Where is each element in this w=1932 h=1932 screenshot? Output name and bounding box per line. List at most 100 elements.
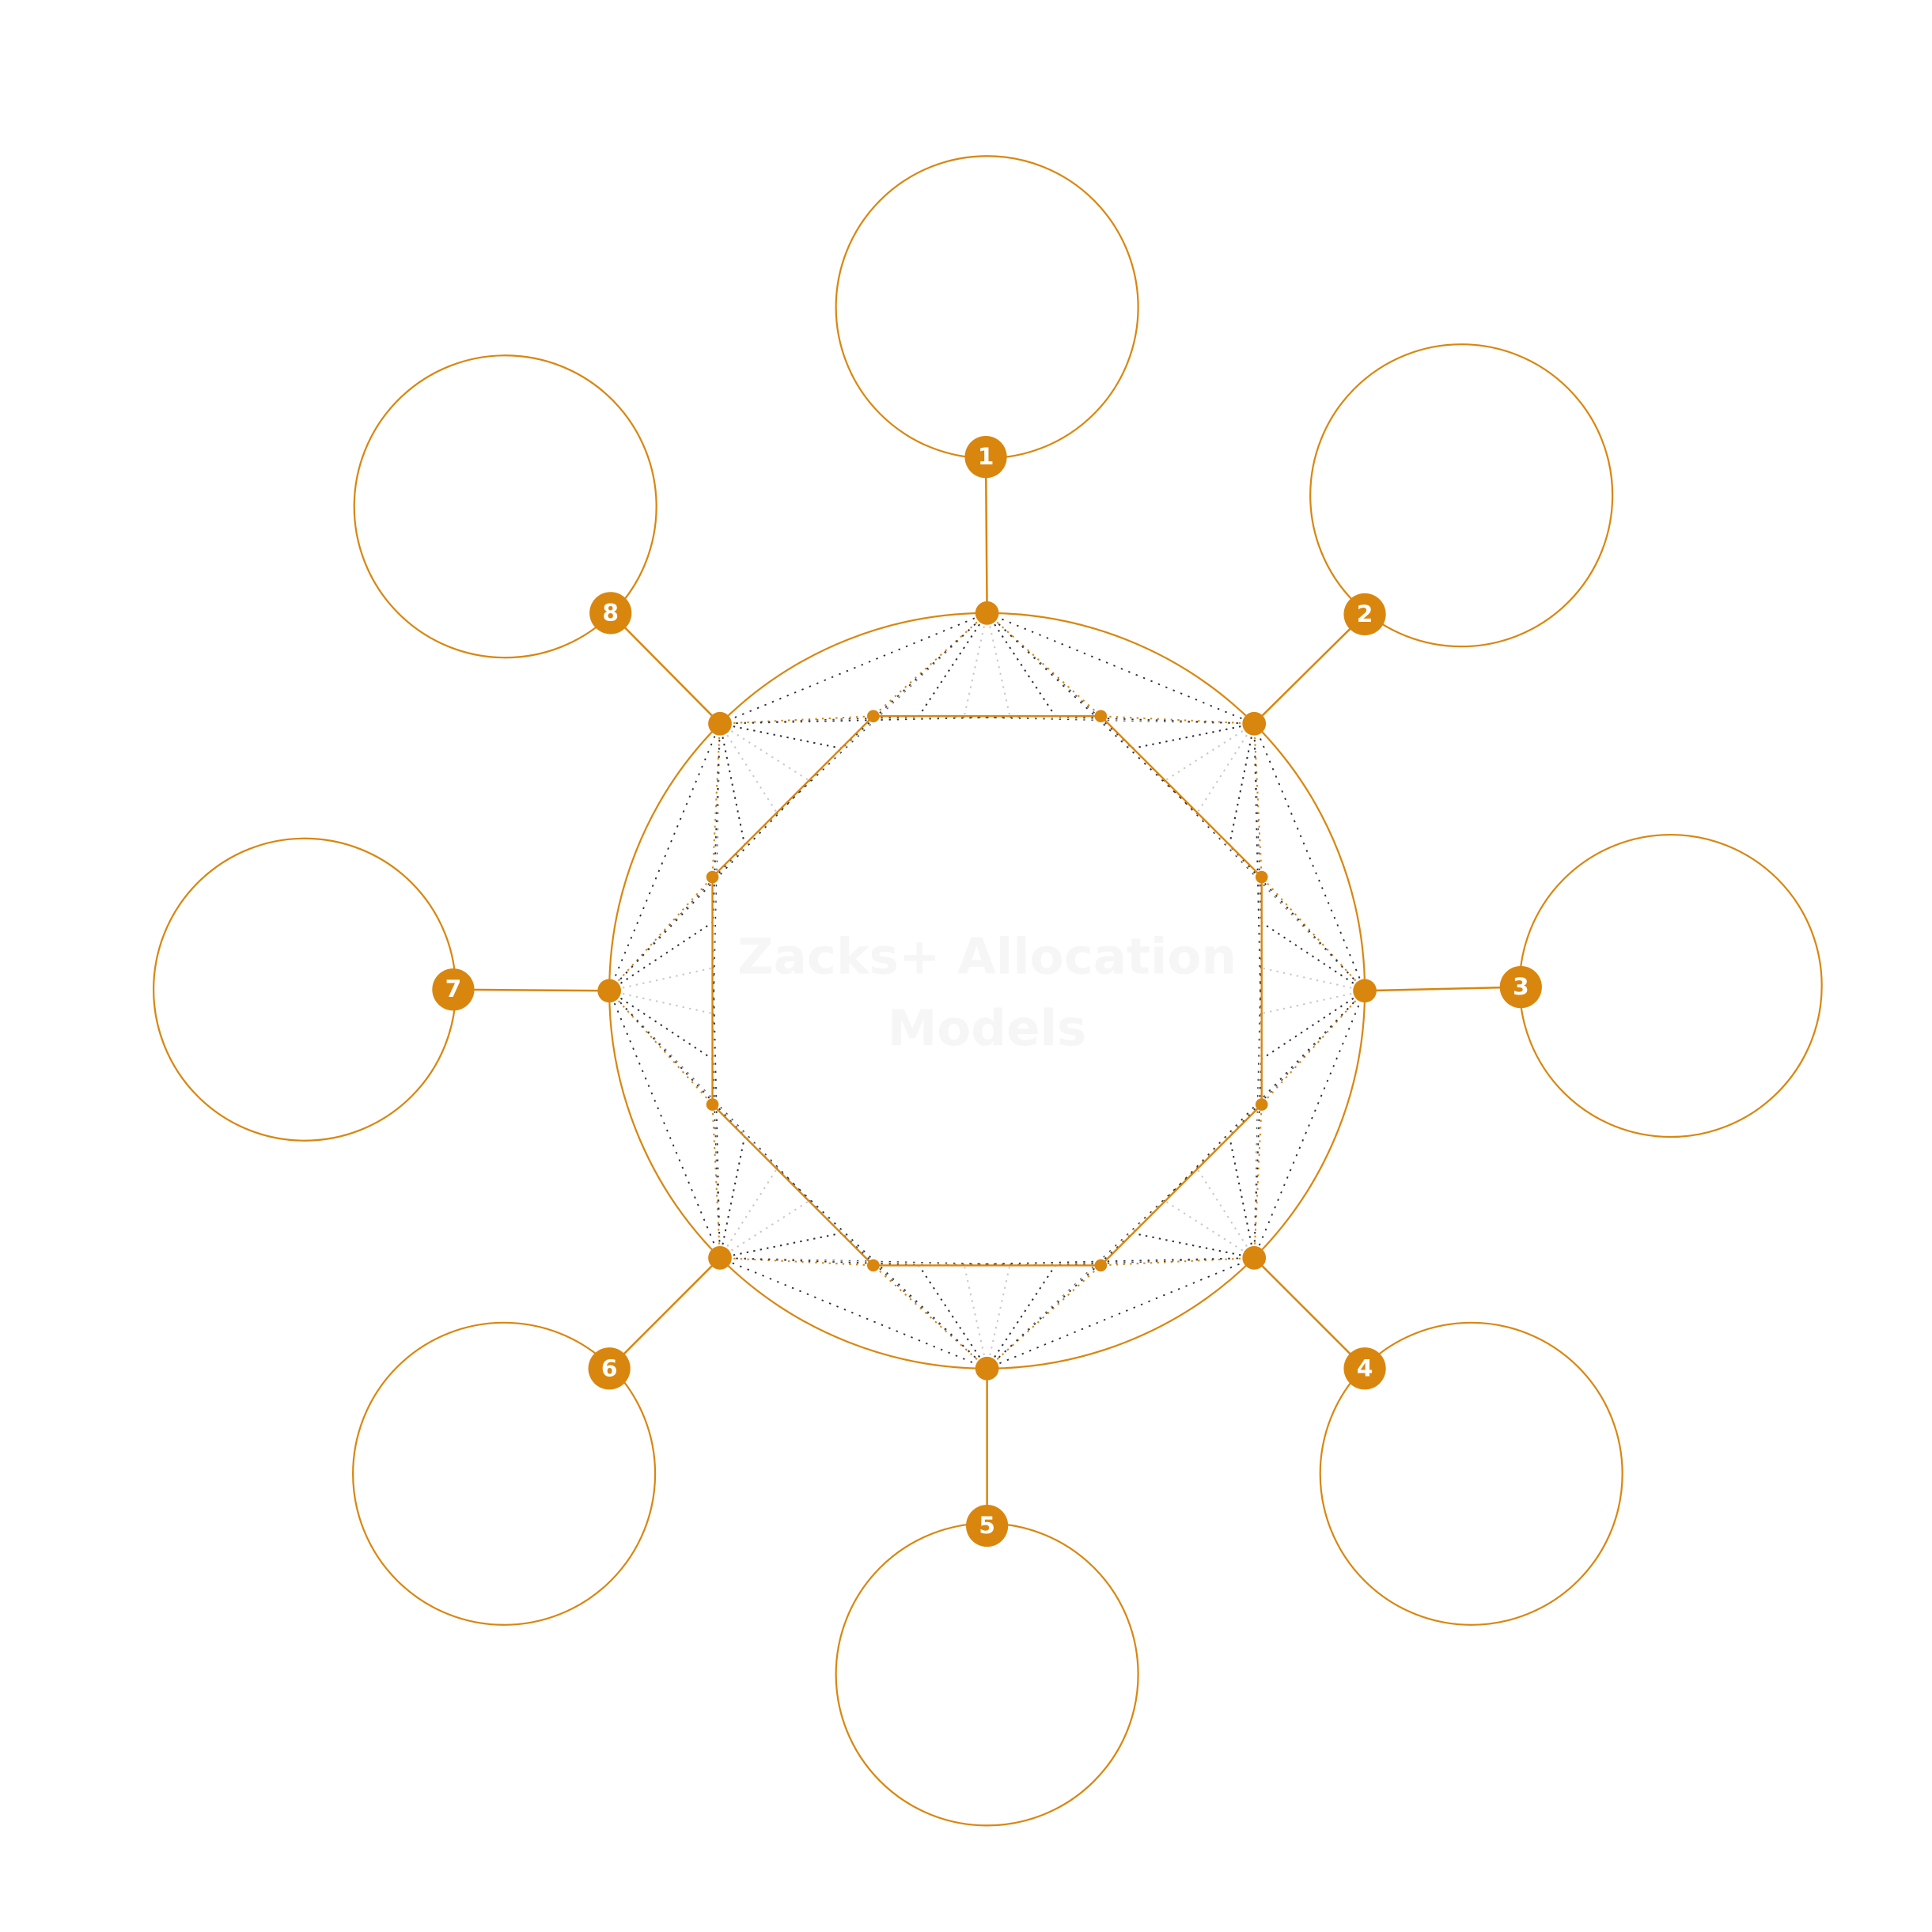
dotted-fan-line [608, 967, 713, 992]
dotted-side-line [930, 1257, 1255, 1267]
ring-dot [708, 711, 732, 736]
node-circle[interactable] [352, 1321, 657, 1626]
title-line-1: Zacks+ Allocation [737, 927, 1237, 985]
dotted-fan-line [1196, 1168, 1256, 1259]
dotted-side-line [719, 1257, 987, 1267]
node-connector [1253, 613, 1366, 725]
dotted-fan-line [1196, 723, 1256, 813]
node-circle[interactable] [835, 1522, 1139, 1827]
node-badge-number: 7 [445, 975, 462, 1003]
title-line-2: Models [888, 999, 1086, 1057]
dotted-fan-line [608, 876, 714, 991]
node-connector [453, 988, 610, 992]
dotted-side-line [1253, 723, 1263, 934]
dotted-side-line [608, 836, 753, 991]
node-circle[interactable] [353, 354, 657, 659]
node-8[interactable]: 8 [353, 354, 732, 736]
dotted-chord [608, 723, 721, 991]
dotted-fan-line [1132, 722, 1255, 749]
dotted-side-line [1044, 715, 1255, 725]
dotted-fan-line [608, 990, 714, 1105]
dotted-side-line [719, 1257, 930, 1267]
dotted-fan-line [608, 922, 714, 992]
dotted-fan-line [1100, 715, 1255, 725]
dotted-fan-line [1261, 990, 1366, 1060]
dotted-fan-line [1261, 990, 1366, 1015]
node-3[interactable]: 3 [1353, 833, 1823, 1138]
dotted-side-line [608, 990, 834, 1226]
octagon-vertex-dot [706, 870, 719, 884]
node-badge [432, 968, 475, 1011]
dotted-chord [1253, 723, 1366, 991]
node-badge-number: 3 [1513, 973, 1529, 1001]
octagon-vertex-dot [706, 1098, 719, 1111]
node-7[interactable]: 7 [153, 837, 622, 1142]
node-2[interactable]: 2 [1242, 343, 1614, 736]
node-6[interactable]: 6 [352, 1246, 732, 1626]
dotted-side-line [752, 612, 988, 838]
dotted-fan-line [1253, 1104, 1263, 1258]
node-connector [1365, 986, 1521, 992]
dotted-fan-line [608, 990, 714, 1060]
dotted-fan-line [719, 723, 746, 846]
node-badge-number: 4 [1357, 1354, 1373, 1382]
node-circle[interactable] [835, 155, 1139, 460]
dotted-side-line [1140, 990, 1366, 1226]
octagon-edge [1100, 1104, 1263, 1267]
dotted-side-line [1140, 756, 1366, 991]
dotted-fan-line [719, 1136, 746, 1259]
dotted-side-line [608, 756, 834, 991]
dotted-side-line [752, 1144, 988, 1369]
dotted-fan-line [986, 612, 1011, 717]
node-circle[interactable] [1309, 343, 1614, 648]
node-badge [964, 436, 1007, 479]
dotted-fan-line [918, 612, 988, 717]
node-badge [1343, 1347, 1386, 1390]
dotted-fan-line [719, 1168, 778, 1259]
dotted-chord [1253, 990, 1366, 1259]
octagon-vertex-dot [867, 710, 880, 723]
dotted-side-line [1253, 1047, 1263, 1258]
dotted-fan-line [986, 612, 1102, 717]
dotted-side-line [1180, 990, 1366, 1186]
dotted-side-line [987, 612, 1222, 838]
dotted-fan-line [719, 723, 778, 813]
dotted-fan-line [1261, 922, 1366, 992]
node-4[interactable]: 4 [1242, 1246, 1623, 1626]
node-1[interactable]: 1 [835, 155, 1139, 625]
node-connector [1253, 1257, 1366, 1369]
node-circle[interactable] [153, 837, 457, 1142]
dotted-side-line [987, 612, 1182, 797]
node-5[interactable]: 5 [835, 1356, 1139, 1827]
ring-dot [1353, 979, 1377, 1003]
dotted-side-line [719, 1257, 1044, 1267]
dotted-fan-line [1261, 967, 1366, 992]
ring-dot [975, 1356, 999, 1381]
dotted-side-line [930, 715, 1255, 725]
dotted-side-line [1221, 990, 1366, 1146]
dotted-fan-line [963, 612, 988, 717]
octagon-edge [711, 715, 874, 878]
node-circle[interactable] [1319, 1321, 1623, 1626]
ring-dot [597, 979, 622, 1003]
dotted-chord [987, 1257, 1255, 1369]
dotted-side-line [987, 612, 1142, 757]
octagon-vertex-dot [1255, 870, 1268, 884]
node-circle[interactable] [1518, 833, 1823, 1138]
dotted-fan-line [1229, 723, 1256, 846]
dotted-side-line [987, 1184, 1182, 1369]
dotted-side-line [1253, 723, 1263, 1048]
node-connector [609, 612, 721, 725]
dotted-side-line [711, 1047, 721, 1258]
dotted-side-line [711, 723, 721, 991]
dotted-fan-line [1100, 1256, 1255, 1267]
dotted-fan-line [719, 722, 842, 749]
dotted-fan-line [711, 1104, 722, 1258]
node-badge [588, 1347, 631, 1390]
dotted-side-line [608, 990, 753, 1146]
dotted-side-line [832, 1224, 988, 1369]
dotted-chord [719, 612, 987, 725]
dotted-connector-layer [608, 612, 1366, 1369]
dotted-chord [608, 990, 721, 1259]
